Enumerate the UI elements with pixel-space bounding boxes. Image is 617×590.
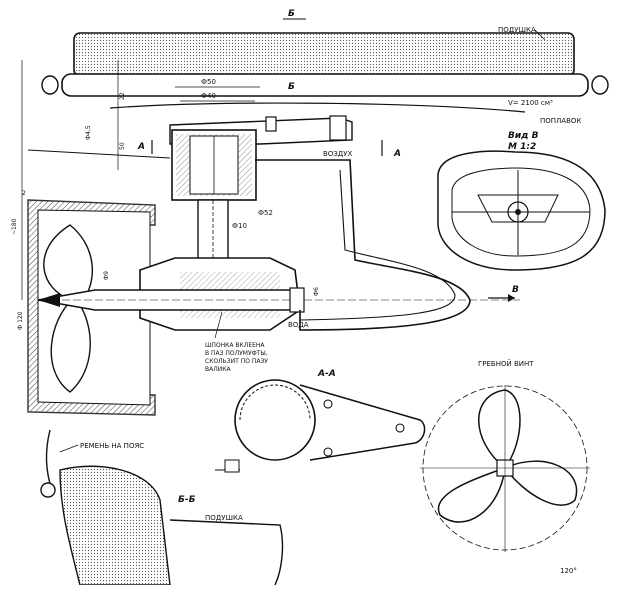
section-aa-title: А-А — [317, 369, 336, 379]
belt-strap — [45, 429, 53, 491]
shaft-nut — [289, 287, 305, 313]
key-note-line-1: ШПОНКА ВКЛЕЕНА — [205, 342, 265, 349]
float-assembly — [41, 32, 609, 113]
float-label: ПОПЛАВОК — [540, 117, 581, 125]
dim-d6: Ф6 — [313, 287, 320, 296]
arrow-b-label: В — [512, 285, 519, 295]
lower-pillow — [59, 465, 171, 586]
dim-d10: Ф10 — [232, 222, 247, 230]
section-aa-hole-2 — [395, 423, 405, 433]
section-bb-title: Б-Б — [178, 495, 196, 505]
key-note-line-4: ВАЛИКА — [205, 366, 231, 373]
propeller-title: ГРЕБНОЙ ВИНТ — [478, 359, 534, 368]
dim-h22: 22 — [119, 92, 126, 100]
tiller-rod — [27, 149, 171, 159]
section-b-mid-label: Б — [288, 82, 295, 92]
belt-assembly — [40, 429, 284, 586]
arrow-b-head — [508, 294, 515, 302]
view-b-bracket — [477, 194, 559, 223]
section-aa-ring — [234, 379, 316, 461]
pillow-body — [73, 32, 575, 77]
belt-label: РЕМЕНЬ НА ПОЯС — [80, 442, 144, 450]
dim-h180: ~180 — [11, 218, 18, 235]
dim-d50: Ф50 — [201, 78, 216, 86]
motor-housing — [171, 129, 257, 201]
water-label: ВОДА — [288, 321, 309, 329]
clamp-screw — [224, 459, 240, 473]
section-aa-arm — [299, 384, 426, 461]
propeller-hub-tip — [38, 293, 60, 307]
dim-d9: Ф9 — [103, 271, 110, 280]
section-a-left-label: А — [137, 142, 145, 152]
view-b-inner — [451, 167, 591, 257]
water-channel-inner — [299, 169, 456, 321]
dim-h2: 2 — [22, 190, 26, 197]
float-body — [61, 73, 589, 97]
propeller-blades-side — [43, 224, 94, 393]
volume-label: V= 2100 см³ — [508, 99, 553, 107]
section-aa — [234, 379, 426, 461]
clamp-block — [329, 115, 347, 141]
section-aa-arc — [239, 384, 311, 421]
air-label: ВОЗДУХ — [323, 150, 353, 158]
dim-d52: Ф52 — [258, 209, 273, 217]
section-bb-outline — [169, 519, 284, 586]
pillow-leader — [534, 29, 546, 41]
propeller-blade-3 — [437, 466, 506, 523]
float-underside — [109, 102, 526, 113]
propeller-blade-1 — [478, 389, 521, 470]
propeller-blade-2 — [503, 460, 578, 506]
section-aa-hole-3 — [323, 447, 333, 457]
propeller-front — [420, 385, 590, 552]
key-note-line-2: В ПАЗ ПОЛУМУФТЫ, — [205, 350, 268, 357]
pillow-bottom-label: ПОДУШКА — [205, 514, 243, 522]
view-b-title: Вид В — [508, 131, 539, 141]
angle-label: 120° — [560, 567, 577, 575]
water-channel-outer — [255, 159, 471, 331]
key-note-line-3: СКОЛЬЗИТ ПО ПАЗУ — [205, 358, 268, 365]
section-a-right-label: А — [393, 149, 401, 159]
dim-d120: Ф 120 — [17, 311, 24, 330]
section-b-top-label: Б — [288, 9, 295, 19]
view-b — [437, 150, 606, 271]
key-note-leader — [214, 311, 223, 339]
view-b-scale: М 1:2 — [508, 142, 536, 152]
float-cap-left — [41, 75, 59, 95]
float-cap-right — [591, 75, 609, 95]
bolt-head — [265, 116, 277, 132]
pillow-top-label: ПОДУШКА — [498, 26, 536, 34]
belt-leader — [59, 444, 79, 453]
belt-buckle — [40, 482, 56, 498]
section-aa-hole-1 — [323, 399, 333, 409]
dim-h50: 50 — [119, 142, 126, 150]
dim-d40: Ф40 — [201, 92, 216, 100]
dim-d45: Ф4,5 — [85, 125, 92, 140]
